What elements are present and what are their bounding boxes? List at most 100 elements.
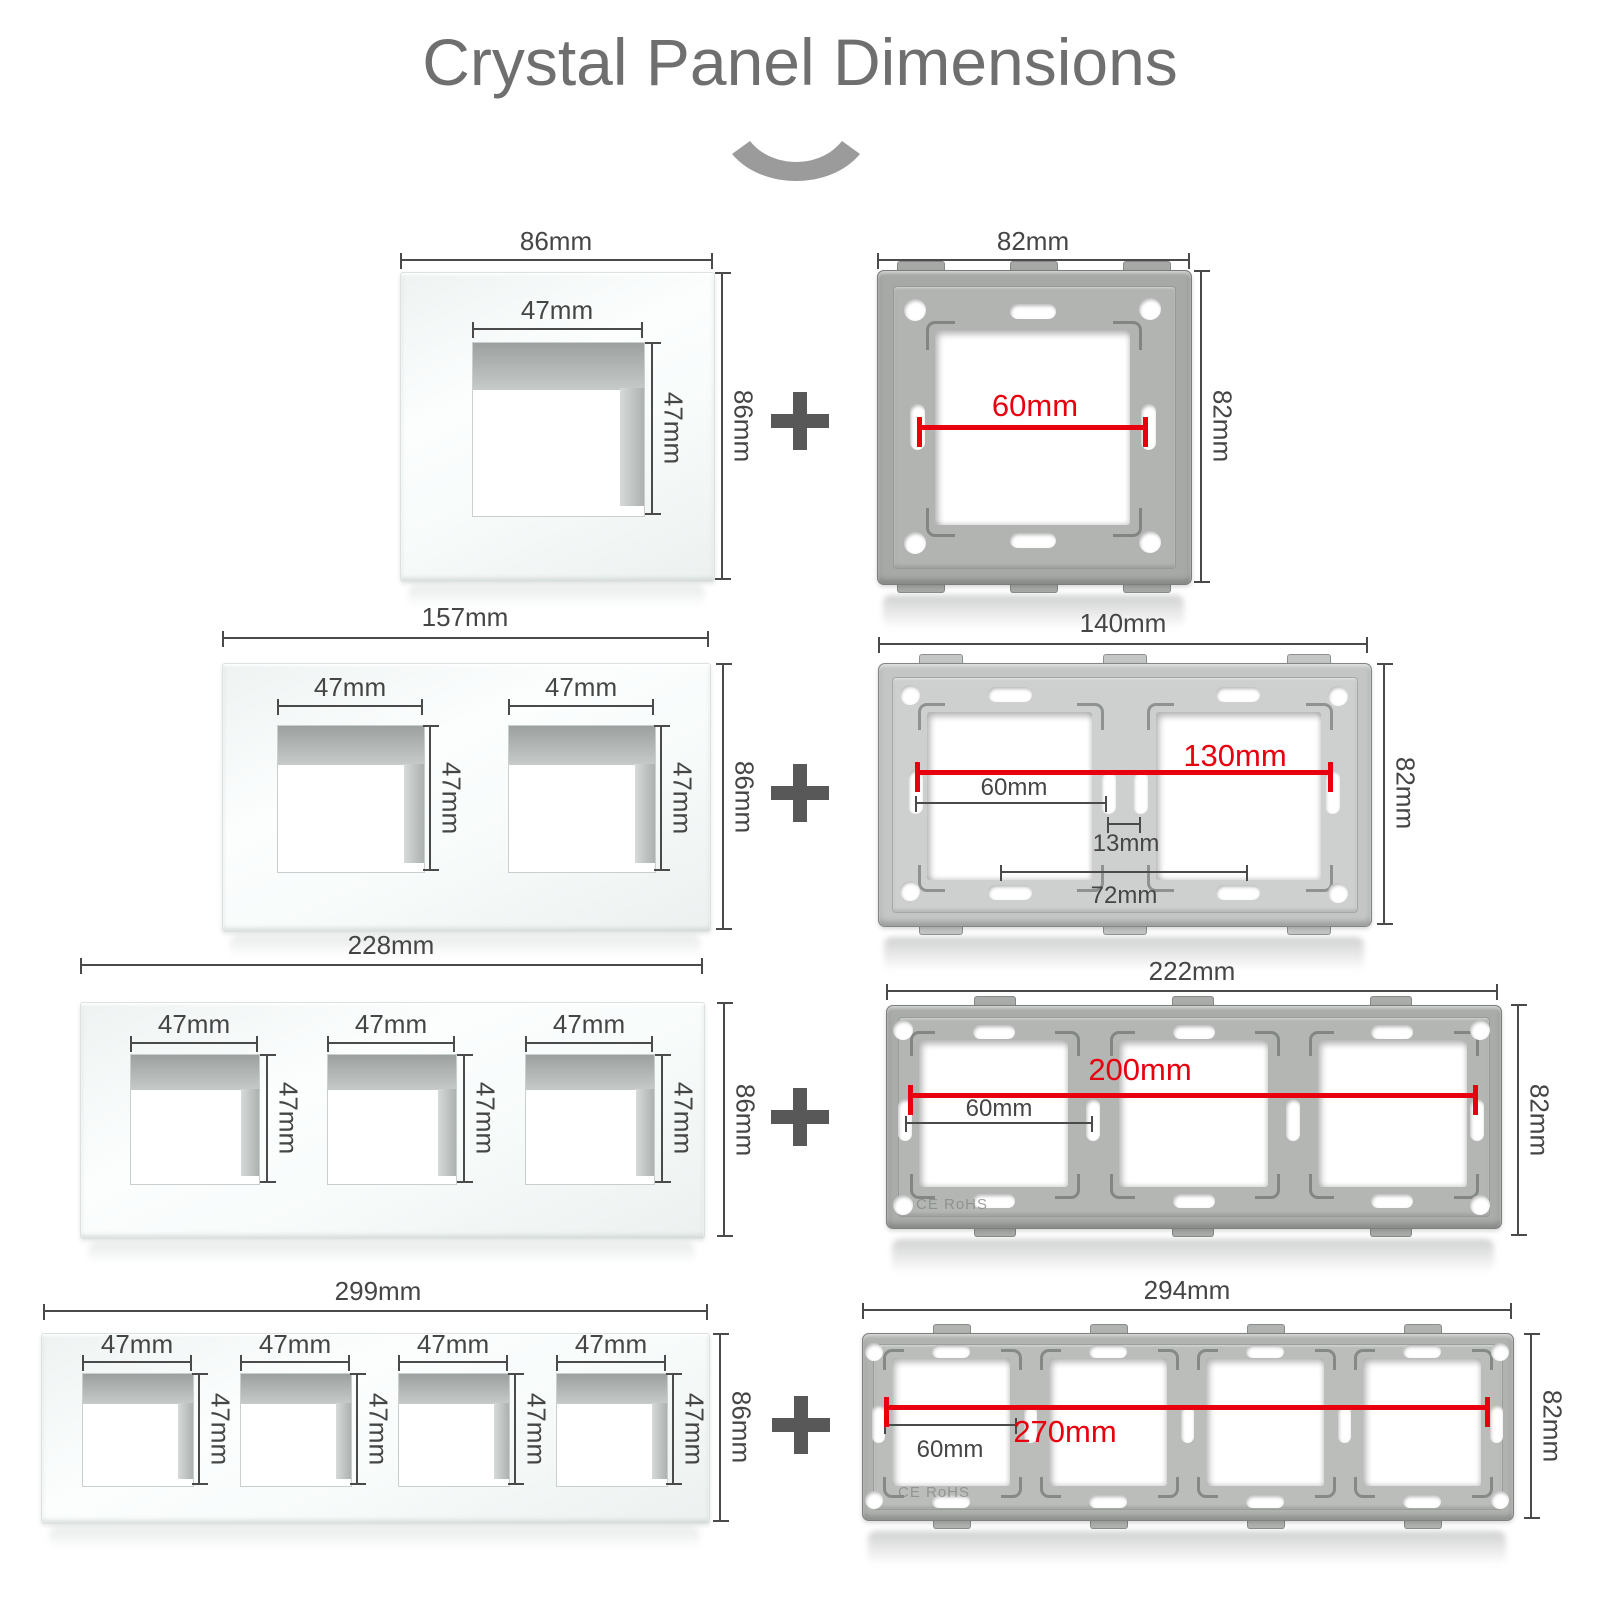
panel-hole xyxy=(556,1373,668,1487)
mounting-slot xyxy=(1286,1099,1300,1141)
dim-line xyxy=(862,1303,1512,1319)
dim-line xyxy=(1000,865,1248,881)
frame-tab xyxy=(1010,261,1058,272)
frame-tab xyxy=(1172,1226,1214,1237)
screw-hole xyxy=(1491,1343,1509,1361)
frame-tab xyxy=(919,654,963,665)
mounting-slot xyxy=(1371,1025,1413,1039)
frame-tab xyxy=(1370,1226,1412,1237)
reflection xyxy=(88,1242,695,1264)
dim-line xyxy=(715,272,731,580)
panel-hole xyxy=(240,1373,352,1487)
reflection xyxy=(868,1531,1506,1565)
clip-bracket xyxy=(1315,1477,1336,1498)
screw-hole xyxy=(900,685,920,705)
screw-hole xyxy=(1328,686,1348,706)
dim-label: 47mm xyxy=(544,672,618,702)
dim-line xyxy=(525,1036,653,1052)
dim-line xyxy=(80,958,703,974)
dim-label: 47mm xyxy=(658,391,689,465)
hole-shadow xyxy=(473,343,644,390)
dim-line xyxy=(905,1116,1093,1132)
dim-label: 47mm xyxy=(667,761,698,835)
screw-hole xyxy=(1470,1020,1490,1040)
clip-bracket xyxy=(1306,865,1333,892)
dim-line xyxy=(327,1036,455,1052)
clip-bracket xyxy=(1147,703,1174,730)
screw-hole xyxy=(1491,1491,1509,1509)
hole-shadow xyxy=(438,1088,456,1177)
mounting-slot xyxy=(1403,1344,1441,1358)
mounting-slot xyxy=(1010,303,1056,319)
dim-line xyxy=(82,1355,192,1371)
dim-label: 47mm xyxy=(354,1009,428,1039)
mounting-slot xyxy=(1489,1405,1503,1443)
mounting-slot xyxy=(1089,1494,1127,1508)
hole-shadow xyxy=(526,1055,654,1090)
dim-label: 47mm xyxy=(436,761,467,835)
dim-line xyxy=(1511,1004,1527,1236)
hole-shadow xyxy=(557,1374,667,1405)
dim-label: 47mm xyxy=(416,1329,490,1359)
frame-tab xyxy=(1172,996,1214,1007)
dim-line xyxy=(192,1373,208,1485)
panel-hole xyxy=(130,1054,260,1185)
clip-bracket xyxy=(1040,1477,1061,1498)
mounting-slot xyxy=(988,884,1032,900)
frame-opening xyxy=(919,1040,1068,1187)
dim-label: 60mm xyxy=(980,774,1048,801)
clip-bracket xyxy=(1454,1031,1479,1056)
dim-label: 82mm xyxy=(996,226,1070,256)
dim-line xyxy=(260,1054,276,1183)
dim-label: 47mm xyxy=(258,1329,332,1359)
frame-tab xyxy=(1090,1324,1128,1335)
dim-line xyxy=(716,663,732,930)
dim-line xyxy=(645,342,661,515)
frame-tab xyxy=(897,261,945,272)
dim-label: 294mm xyxy=(1143,1275,1231,1305)
mounting-slot xyxy=(1371,1194,1413,1208)
red-dim-label: 270mm xyxy=(1013,1414,1117,1449)
dim-label: 60mm xyxy=(916,1436,984,1463)
screw-hole xyxy=(1139,298,1161,320)
frame-opening xyxy=(1156,712,1321,880)
dim-label: 299mm xyxy=(334,1276,422,1306)
dim-line xyxy=(222,631,709,647)
reflection xyxy=(892,1239,1494,1273)
clip-bracket xyxy=(1001,1349,1022,1370)
reflection xyxy=(884,937,1364,971)
frame-tab xyxy=(974,1226,1016,1237)
frame-tab xyxy=(1287,654,1331,665)
hole-shadow xyxy=(399,1374,509,1405)
clip-bracket xyxy=(883,1477,904,1498)
dim-line xyxy=(556,1355,666,1371)
hole-shadow xyxy=(335,1403,351,1480)
reflection xyxy=(49,1527,700,1549)
mounting-slot xyxy=(1173,1194,1215,1208)
clip-bracket xyxy=(1255,1031,1280,1056)
frame-tab xyxy=(1247,1518,1285,1529)
red-dim-line xyxy=(908,1085,1478,1115)
dim-label: 82mm xyxy=(1537,1389,1568,1463)
frame-tab xyxy=(933,1518,971,1529)
mounting-slot xyxy=(1100,770,1116,814)
clip-bracket xyxy=(1055,1031,1080,1056)
frame-tab xyxy=(974,996,1016,1007)
mounting-slot xyxy=(932,1344,970,1358)
cert-mark: CE RoHS xyxy=(898,1484,971,1501)
dim-label: 47mm xyxy=(668,1081,699,1155)
clip-bracket xyxy=(1001,1477,1022,1498)
clip-bracket xyxy=(883,1349,904,1370)
frame-tab xyxy=(1287,924,1331,935)
clip-bracket xyxy=(926,508,955,537)
clip-bracket xyxy=(1354,1349,1375,1370)
clip-bracket xyxy=(926,321,955,350)
mounting-slot xyxy=(1180,1405,1194,1443)
clip-bracket xyxy=(910,1174,935,1199)
clip-bracket xyxy=(1472,1477,1493,1498)
dim-line xyxy=(508,1373,524,1485)
dim-label: 47mm xyxy=(470,1081,501,1155)
dim-line xyxy=(886,984,1498,1000)
swoosh-arc-icon xyxy=(732,141,860,181)
dim-label: 47mm xyxy=(100,1329,174,1359)
